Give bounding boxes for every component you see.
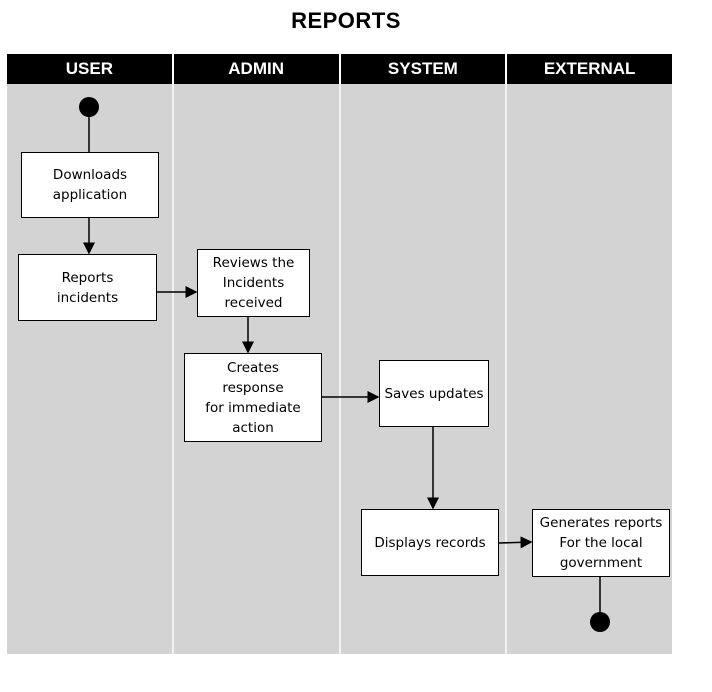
- node-reviews-incidents: Reviews the Incidents received: [197, 249, 310, 317]
- lane-header-system: SYSTEM: [340, 54, 508, 84]
- node-saves-updates: Saves updates: [379, 360, 489, 427]
- lane-header-admin: ADMIN: [173, 54, 341, 84]
- end-node: [590, 612, 610, 632]
- node-downloads-application: Downloads application: [21, 152, 159, 218]
- edge-displays-to-generates: [498, 536, 533, 549]
- node-creates-response: Creates response for immediate action: [184, 353, 322, 442]
- node-generates-reports: Generates reports For the local governme…: [532, 509, 670, 577]
- swimlane-header: USER ADMIN SYSTEM EXTERNAL: [7, 54, 672, 84]
- lane-header-external: EXTERNAL: [507, 54, 672, 84]
- node-displays-records: Displays records: [361, 509, 499, 576]
- lane-header-user: USER: [7, 54, 174, 84]
- start-node: [79, 97, 99, 117]
- diagram-title: REPORTS: [291, 8, 401, 33]
- node-reports-incidents: Reports incidents: [18, 254, 157, 321]
